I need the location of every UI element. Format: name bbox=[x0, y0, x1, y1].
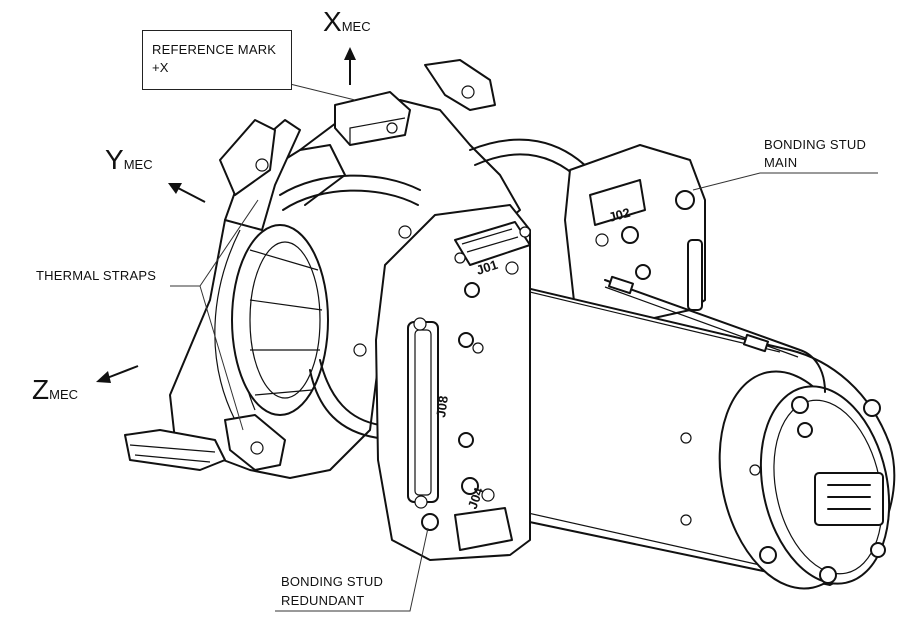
connector-label-j04: J04 bbox=[465, 485, 487, 511]
reference-mark-label: REFERENCE MARK bbox=[152, 42, 277, 57]
bonding-stud-main-sublabel: MAIN bbox=[764, 155, 798, 170]
leader-lines bbox=[170, 83, 878, 612]
connector-label-j08: J08 bbox=[433, 395, 451, 419]
reference-mark-axis-label: +X bbox=[152, 60, 169, 75]
thermal-straps bbox=[279, 138, 591, 439]
bonding-stud-main-label: BONDING STUD bbox=[764, 137, 867, 152]
bonding-stud-redundant-sublabel: REDUNDANT bbox=[281, 593, 365, 608]
z-axis-label: ZMEC bbox=[32, 374, 78, 405]
x-axis-label: XMEC bbox=[323, 6, 371, 37]
connector-label-j02: J02 bbox=[607, 205, 632, 225]
mounting-bracket bbox=[124, 59, 521, 479]
y-axis-label: YMEC bbox=[105, 144, 153, 175]
y-axis-arrow bbox=[168, 183, 206, 203]
bonding-stud-redundant-label: BONDING STUD bbox=[281, 574, 384, 589]
thermal-straps-label: THERMAL STRAPS bbox=[36, 268, 157, 283]
connector-label-j01: J01 bbox=[474, 257, 499, 278]
x-axis-arrow bbox=[344, 47, 356, 85]
rear-flange-plate bbox=[564, 144, 706, 331]
z-axis-arrow bbox=[96, 365, 139, 383]
cylindrical-body bbox=[449, 269, 896, 590]
reference-mark-block bbox=[334, 91, 411, 146]
front-flange-plate: J01 J02 J04 J08 bbox=[353, 204, 632, 561]
end-cap-logo bbox=[814, 472, 884, 526]
reference-mark-callout bbox=[142, 30, 292, 90]
